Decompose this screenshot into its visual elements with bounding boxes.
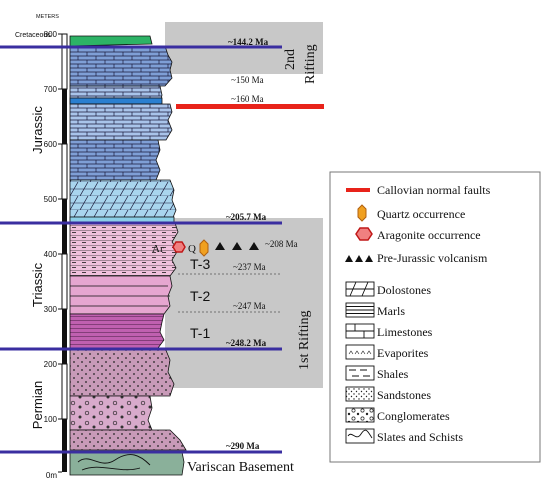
legend-sandstones-swatch [345,386,375,402]
quartz-marker [199,239,209,257]
age-144: ~144.2 Ma [228,37,269,47]
volcanism-markers [215,242,259,250]
legend-evaporites-label: Evaporites [377,346,429,360]
legend-dolostone-swatch [345,281,375,297]
legend-volcanism-label: Pre-Jurassic volcanism [377,251,488,265]
scale-unit: METERS [36,14,59,20]
legend-volcanism-icon [345,255,373,262]
age-290: ~290 Ma [226,441,260,451]
unit-t2: T-2 [190,288,210,304]
age-150: ~150 Ma [231,75,264,85]
age-247: ~247 Ma [233,301,266,311]
tick-200: 200 [44,360,58,369]
depth-scale [58,33,68,473]
legend-aragonite-label: Aragonite occurrence [377,228,481,242]
basement-label: Variscan Basement [187,460,294,475]
tick-500: 500 [44,195,58,204]
legend-limestone-swatch [345,323,375,339]
age-237: ~237 Ma [233,262,266,272]
legend: Callovian normal faults Quartz occurrenc… [329,171,541,463]
legend-conglomerates-swatch [345,407,375,423]
tick-600: 600 [44,140,58,149]
first-rifting-label: 1st Rifting [297,310,312,370]
legend-faults-label: Callovian normal faults [377,183,491,197]
age-248: ~248.2 Ma [226,338,267,348]
aragonite-marker [172,241,186,253]
period-jurassic: Jurassic [30,106,45,154]
period-cretaceous: Cretaceous [15,32,51,39]
aragonite-label: Ar [152,243,164,255]
legend-shales-label: Shales [377,367,409,381]
legend-marls-swatch [345,302,375,318]
period-permian: Permian [30,381,45,429]
boundary-lines [0,45,282,454]
legend-fault-swatch [346,188,370,192]
unit-guides [178,273,282,313]
tick-100: 100 [44,415,58,424]
legend-marls-label: Marls [377,304,405,318]
legend-evaporites-swatch [345,344,375,360]
tick-300: 300 [44,305,58,314]
first-rifting-band [165,218,323,388]
unit-t3: T-3 [190,256,210,272]
legend-limestones-label: Limestones [377,325,433,339]
period-triassic: Triassic [30,262,45,307]
age-160: ~160 Ma [231,94,264,104]
legend-slates-swatch [345,428,375,444]
tick-800: 800 [44,30,58,39]
legend-aragonite-icon [355,227,373,241]
legend-quartz-label: Quartz occurrence [377,207,465,221]
age-205: ~205.7 Ma [226,212,267,222]
second-rifting-label-b: Rifting [303,44,318,84]
quartz-label: Q [188,243,196,255]
legend-slates-label: Slates and Schists [377,430,463,444]
legend-conglomerates-label: Conglomerates [377,409,450,423]
age-208: ~208 Ma [265,239,298,249]
legend-shales-swatch [345,365,375,381]
stratigraphic-column [69,35,187,476]
callovian-fault-line [176,104,324,109]
tick-0m: 0m [46,471,57,480]
legend-quartz-icon [357,204,367,222]
unit-t1: T-1 [190,325,210,341]
tick-700: 700 [44,85,58,94]
legend-dolostones-label: Dolostones [377,283,431,297]
legend-sandstones-label: Sandstones [377,388,431,402]
tick-400: 400 [44,250,58,259]
second-rifting-label-a: 2nd [283,49,298,70]
